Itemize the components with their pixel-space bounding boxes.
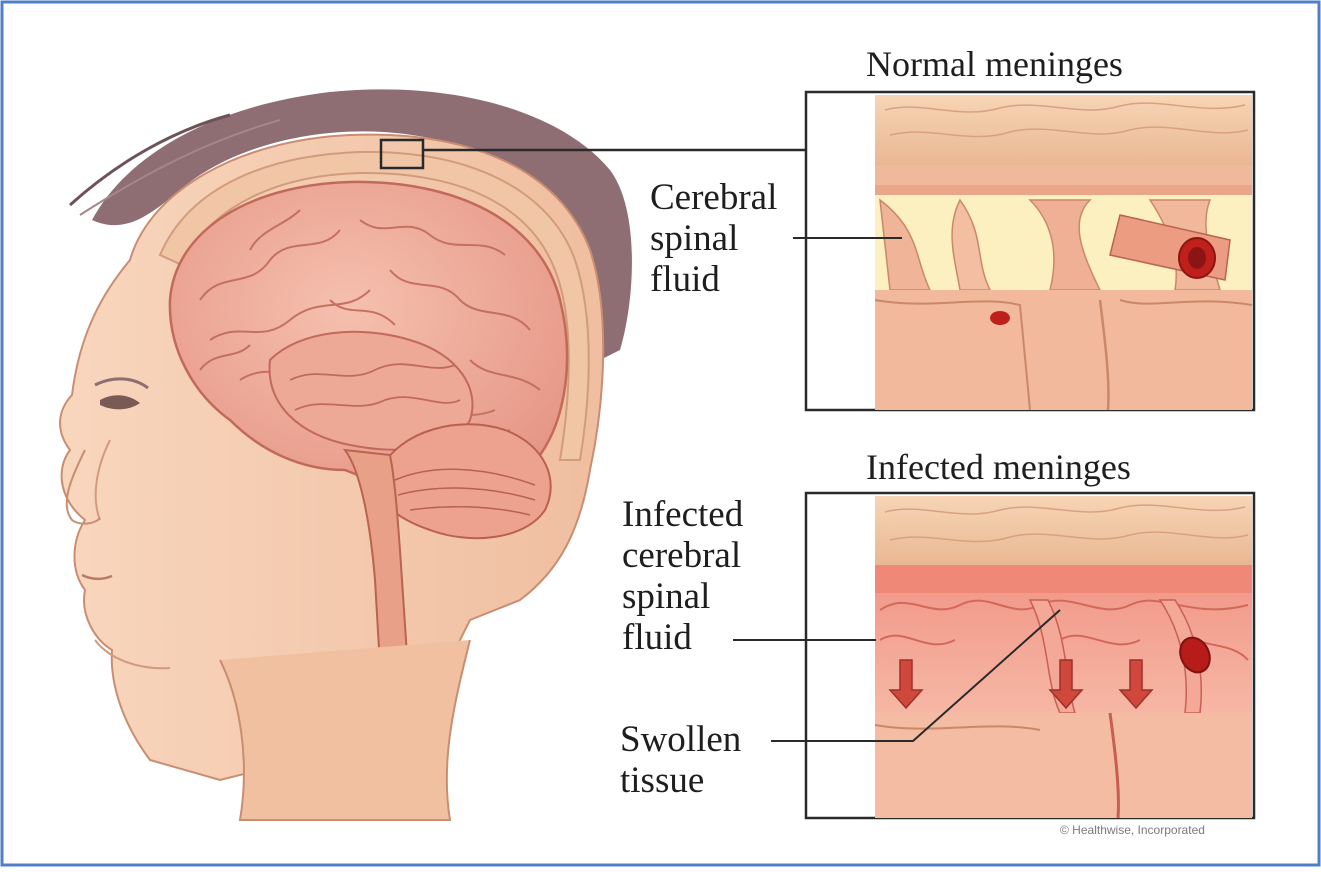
swollen-tissue-label-line: tissue [620, 760, 704, 801]
csf-label-line: fluid [650, 259, 720, 300]
csf-label-line: Cerebral [650, 177, 777, 218]
normal-meninges-title: Normal meninges [866, 44, 1123, 85]
neck [220, 640, 470, 820]
infected-csf-label-line: spinal [622, 576, 710, 617]
infected-csf-label-line: Infected [622, 494, 743, 535]
infected-csf-label-line: fluid [622, 617, 692, 658]
swollen-tissue-label-line: Swollen [620, 719, 741, 760]
infected-meninges-title: Infected meninges [866, 447, 1131, 488]
infected-meninges-panel [733, 493, 1254, 818]
csf-label-line: spinal [650, 218, 738, 259]
normal-meninges-panel [793, 92, 1254, 410]
infected-csf-label-line: cerebral [622, 535, 741, 576]
copyright-credit: © Healthwise, Incorporated [1060, 823, 1205, 837]
